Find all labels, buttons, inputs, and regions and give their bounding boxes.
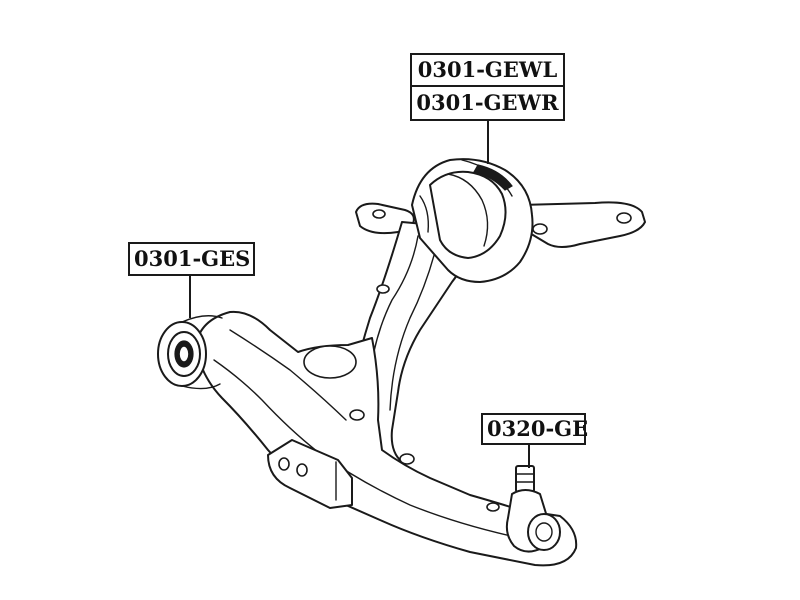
control-arm-body xyxy=(195,284,578,567)
part-label-ge: 0320-GE xyxy=(481,413,588,445)
part-label-ges: 0301-GES xyxy=(128,242,255,276)
rear-mount-bracket xyxy=(519,201,646,248)
upper-mount-tab xyxy=(355,202,415,235)
ball-joint xyxy=(505,465,561,553)
part-label-gewr: 0301-GEWR xyxy=(410,85,565,121)
part-label-gewl: 0301-GEWL xyxy=(410,53,565,87)
side-bracket xyxy=(267,439,353,509)
front-bushing xyxy=(157,315,223,390)
rear-bushing xyxy=(411,158,534,283)
